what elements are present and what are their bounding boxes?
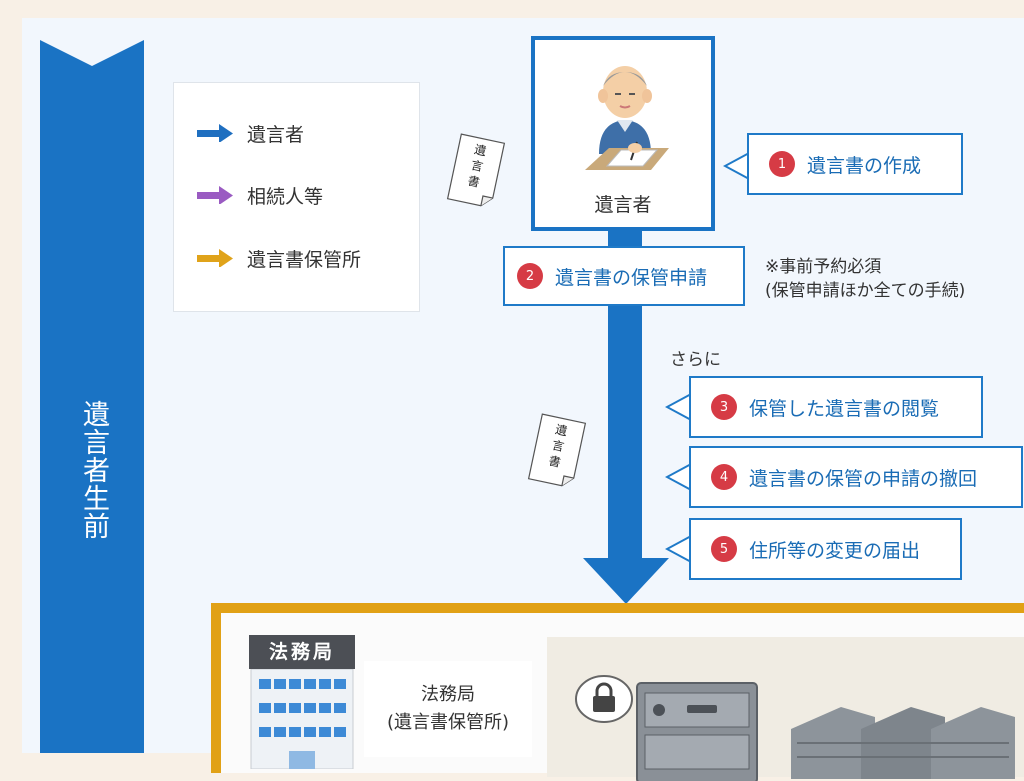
step-3-view-stored-will: 3 保管した遺言書の閲覧 [689,376,983,438]
step-5-address-change-notice: 5 住所等の変更の届出 [689,518,962,580]
step-number-badge: 3 [711,394,737,420]
storage-office-label: 法務局 (遺言書保管所) [364,661,532,757]
lock-icon [575,675,633,723]
svg-text:言: 言 [551,438,566,454]
server-icon [791,707,1015,779]
step-1-create-will: 1 遺言書の作成 [747,133,963,195]
step-label: 遺言書の保管申請 [555,266,708,289]
orange-arrow-icon [197,249,233,267]
step-4-withdraw-application: 4 遺言書の保管の申請の撤回 [689,446,1023,508]
building-icon [250,669,354,769]
step-label: 遺言書の作成 [807,154,922,177]
svg-text:遺: 遺 [473,141,488,158]
step-number-badge: 2 [517,263,543,289]
svg-text:遺: 遺 [554,421,569,438]
step-number-badge: 5 [711,536,737,562]
storage-room [547,637,1024,781]
testator-label: 遺言者 [594,194,652,216]
timeline-shape [40,40,144,753]
svg-text:言: 言 [470,158,485,174]
step-2-storage-application: 2 遺言書の保管申請 [503,246,745,306]
legal-affairs-bureau-section: 法務局 法務局 (遺言書保管所) [211,603,1024,781]
step-label: 保管した遺言書の閲覧 [749,397,940,420]
elderly-man-writing-icon [585,66,669,170]
purple-arrow-icon [197,186,233,204]
legend-label: 遺言書保管所 [247,248,362,271]
will-document-icon: 遺 言 書 [521,412,593,494]
timeline-label: 遺言者生前 [78,400,109,540]
blue-arrow-icon [197,124,233,142]
step-label: 住所等の変更の届出 [749,539,921,562]
timeline-banner: 遺言者生前 [40,40,144,753]
reservation-note: ※事前予約必須 (保管申請ほか全ての手続) [765,257,966,301]
legend-label: 遺言者 [247,123,305,146]
legend-item-storage-office: 遺言書保管所 [197,243,361,273]
testator-box: 遺言者 [531,36,715,231]
additionally-label: さらに [670,350,721,370]
legend-label: 相続人等 [247,185,324,208]
step-label: 遺言書の保管の申請の撤回 [749,467,978,490]
flow-arrow-head [583,558,669,604]
svg-text:書: 書 [466,174,481,190]
legend-item-heirs: 相続人等 [197,180,323,210]
safe-icon [636,682,758,781]
step-number-badge: 1 [769,151,795,177]
building-sign: 法務局 [249,635,355,669]
step-number-badge: 4 [711,464,737,490]
legend-item-testator: 遺言者 [197,118,304,148]
svg-text:書: 書 [547,454,562,470]
will-document-icon: 遺 言 書 [440,132,512,214]
